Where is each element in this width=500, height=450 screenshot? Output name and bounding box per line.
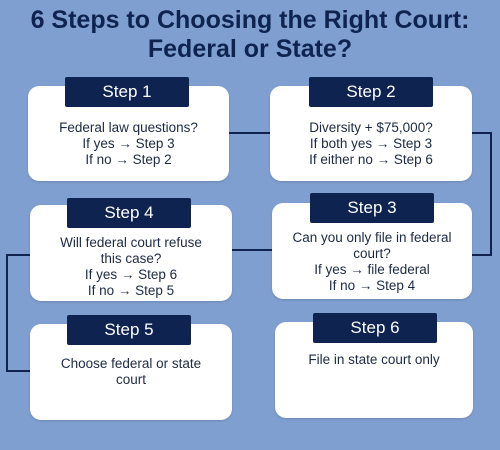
step-3-line-4: If no → Step 4: [328, 278, 416, 293]
step-1-label: Step 1: [65, 77, 189, 107]
step-5-label: Step 5: [67, 315, 191, 345]
step-1-line-3: If no → Step 2: [85, 152, 172, 167]
step-4-line-1: Will federal court refuse: [60, 235, 202, 250]
step-4-line-3: If yes → Step 6: [84, 267, 178, 282]
step-6-line-1: File in state court only: [308, 352, 440, 367]
title-line-2: Federal or State?: [147, 35, 353, 63]
step-1-text: Federal law questions? If yes → Step 3 I…: [28, 120, 229, 168]
step-3-text: Can you only file in federal court? If y…: [272, 230, 472, 294]
step-3-line-2: court?: [353, 246, 391, 261]
step-1-line-1: Federal law questions?: [59, 120, 198, 135]
step-2-line-1: Diversity + $75,000?: [309, 120, 433, 135]
step-4-line-2: this case?: [100, 251, 162, 266]
step-3-line-3: If yes → file federal: [314, 262, 430, 277]
step-3-label: Step 3: [310, 193, 434, 223]
connector-step2-step3: [472, 132, 492, 256]
step-6-label: Step 6: [313, 313, 437, 343]
step-5-line-2: court: [115, 372, 146, 387]
title-line-1: 6 Steps to Choosing the Right Court:: [30, 6, 470, 34]
step-2-label: Step 2: [309, 77, 433, 107]
step-2-line-3: If either no → Step 6: [309, 152, 433, 167]
step-4-line-4: If no → Step 5: [87, 283, 175, 298]
step-6-text: File in state court only: [275, 352, 473, 368]
step-2-text: Diversity + $75,000? If both yes → Step …: [270, 120, 472, 168]
step-5-text: Choose federal or state court: [30, 356, 232, 388]
diagram-title: 6 Steps to Choosing the Right Court: Fed…: [0, 6, 500, 64]
step-4-label: Step 4: [67, 198, 191, 228]
step-3-line-1: Can you only file in federal: [292, 230, 452, 245]
step-4-text: Will federal court refuse this case? If …: [30, 235, 232, 299]
step-2-line-2: If both yes → Step 3: [309, 136, 433, 151]
connector-step4-step5: [6, 254, 30, 372]
step-1-line-2: If yes → Step 3: [82, 136, 175, 151]
step-5-line-1: Choose federal or state: [60, 356, 202, 371]
